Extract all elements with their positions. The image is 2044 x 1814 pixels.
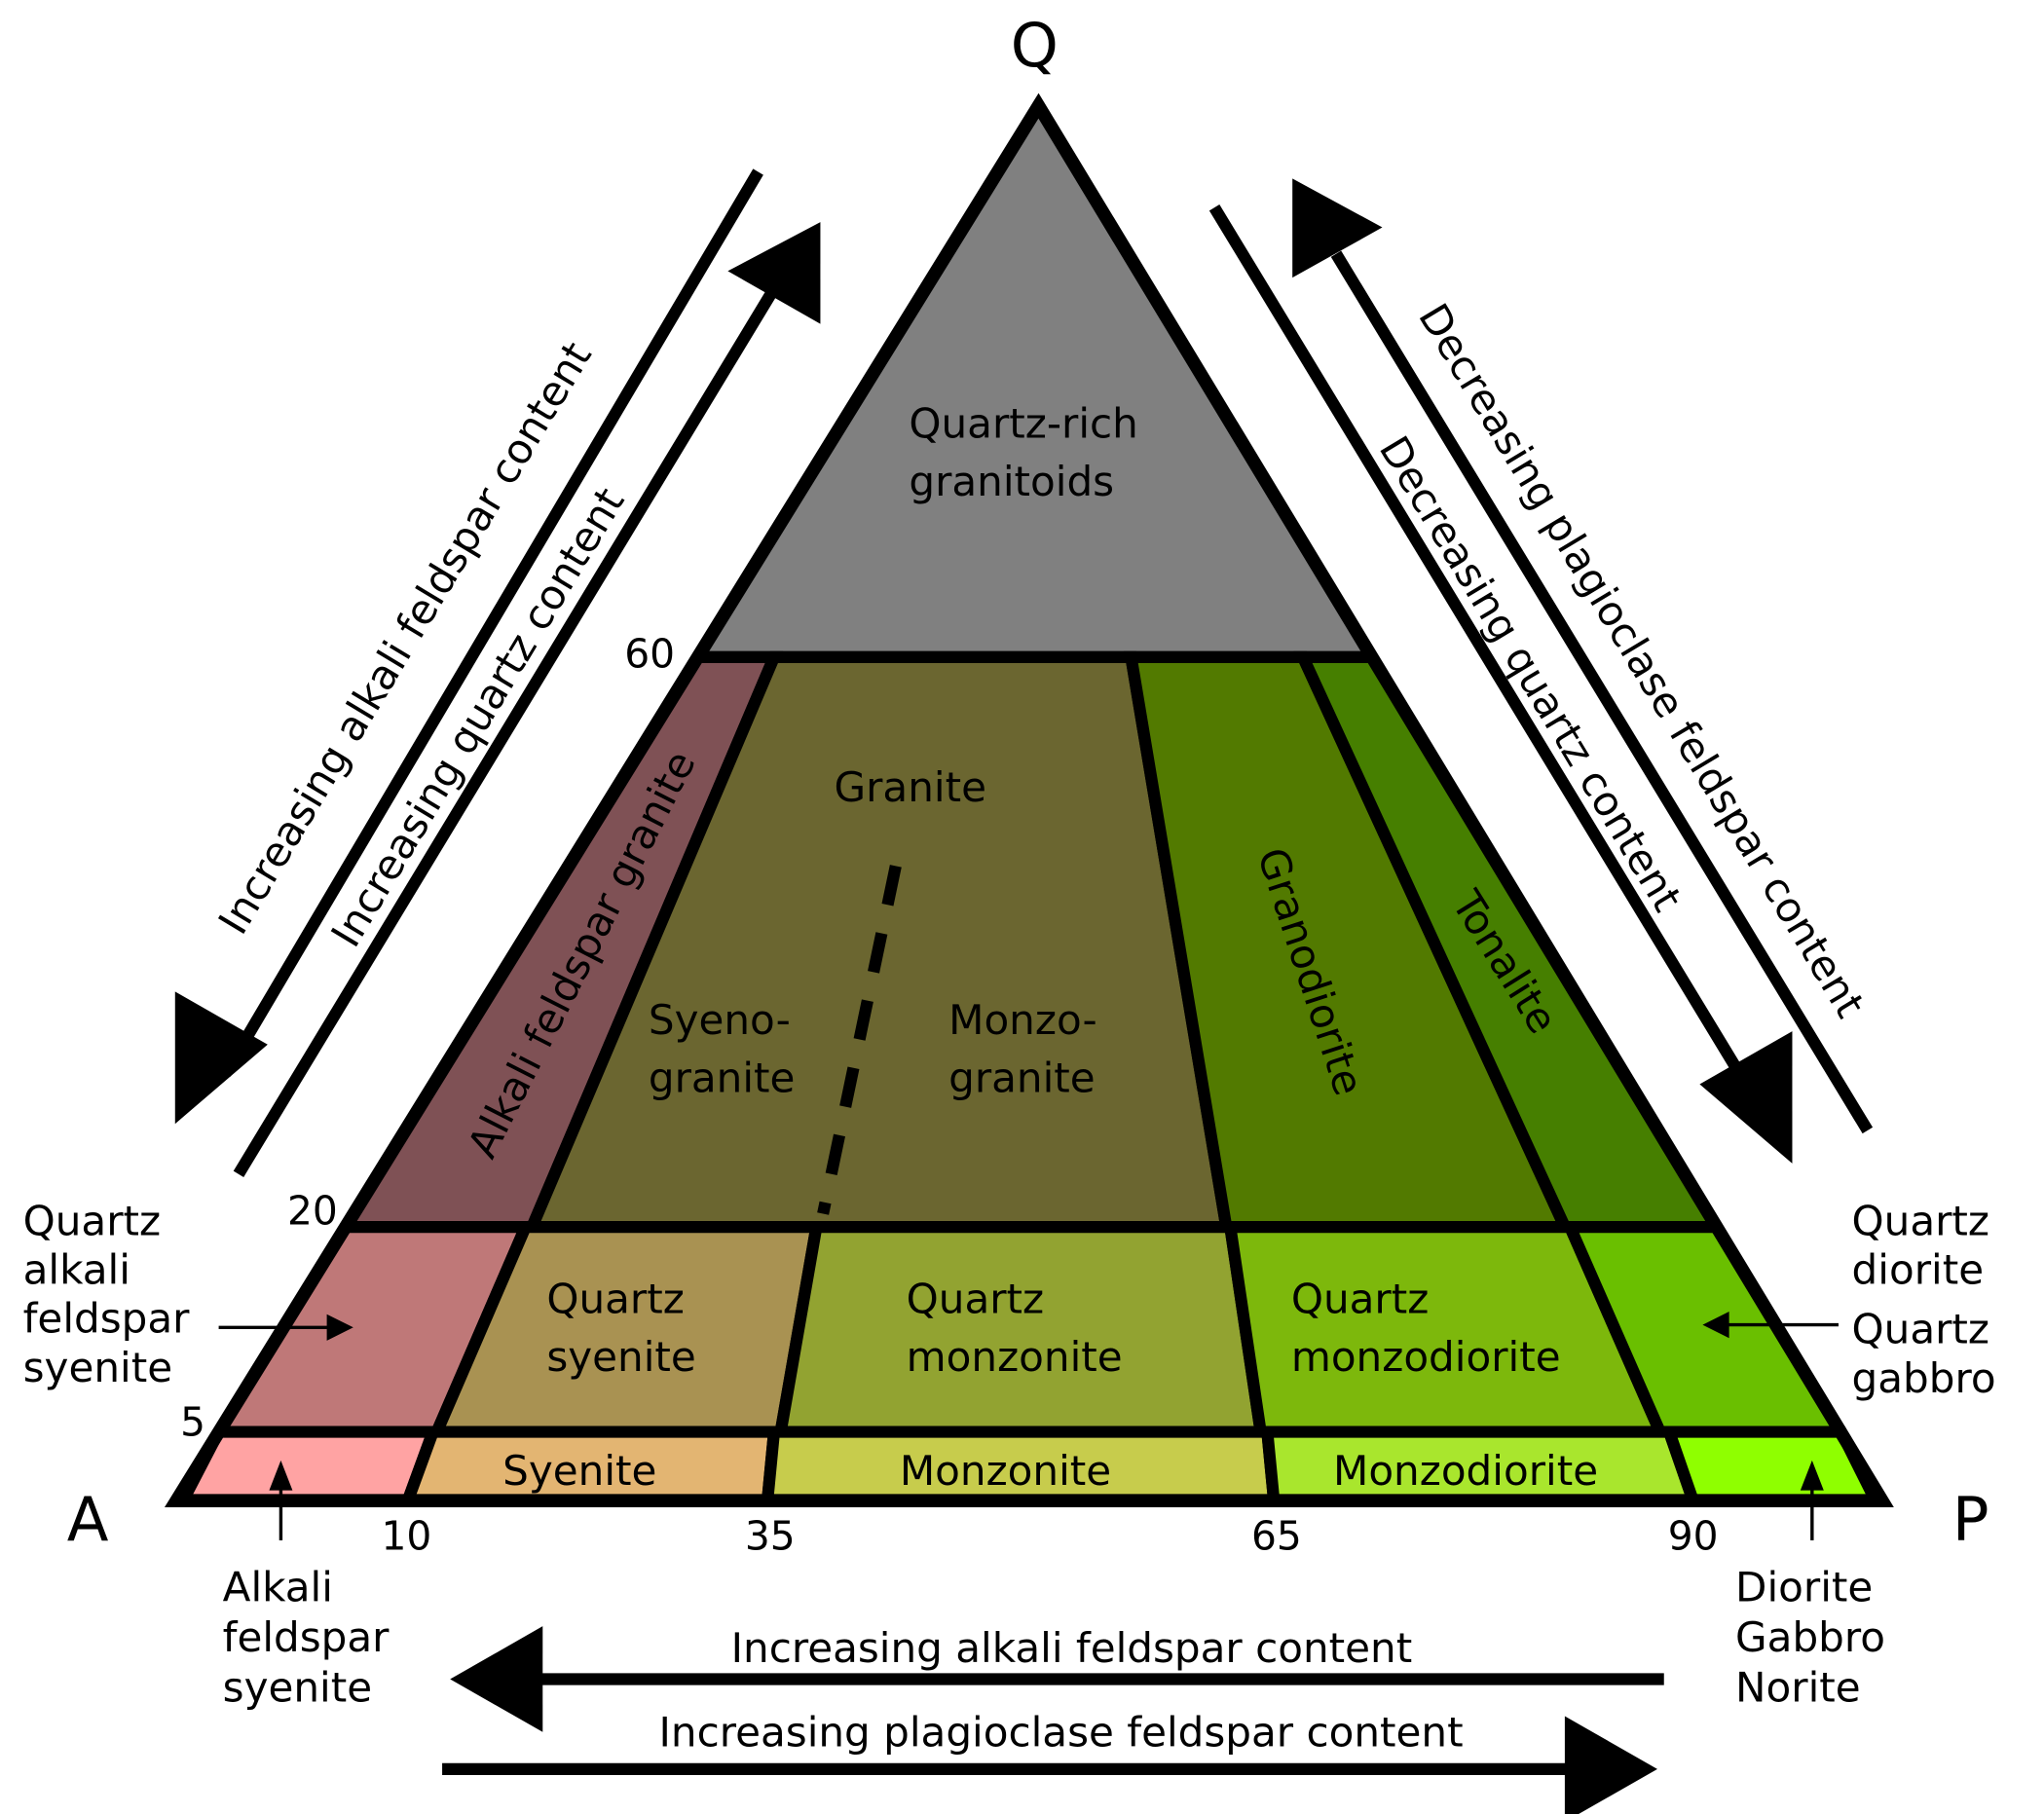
label-syenite: Syenite (502, 1447, 656, 1495)
arrow-right-down (1208, 204, 1752, 1088)
region-quartz-monzonite (773, 1220, 1268, 1438)
arrow-right-up (1330, 250, 1874, 1134)
arrow-label-bottom-right: Increasing plagioclase feldspar content (659, 1709, 1464, 1757)
label-granite: Granite (835, 763, 986, 811)
tick-p-90: 90 (1668, 1512, 1719, 1559)
arrow-left-up-head-icon (727, 222, 821, 324)
label-syenogranite: Syeno-granite (649, 996, 796, 1102)
tick-q-60: 60 (624, 631, 675, 678)
pointer-afs-head-icon (269, 1460, 293, 1491)
tick-p-35: 35 (745, 1512, 796, 1559)
pointer-qdg-head-icon (1702, 1311, 1729, 1339)
pointer-qafs-head-icon (326, 1314, 353, 1341)
label-monzogranite: Monzo-granite (948, 996, 1097, 1102)
arrow-right-up-head-icon (1292, 178, 1383, 278)
tick-q-20: 20 (287, 1187, 338, 1234)
region-quartz-rich (687, 93, 1383, 663)
arrow-bottom-left-head-icon (450, 1626, 543, 1732)
vertex-a: A (67, 1484, 109, 1555)
vertex-q: Q (1011, 10, 1059, 81)
label-monzodiorite: Monzodiorite (1333, 1447, 1598, 1495)
triangle-outline (164, 93, 1894, 1507)
tick-q-5: 5 (180, 1399, 205, 1446)
arrow-left-up (233, 274, 786, 1177)
vertex-p: P (1952, 1484, 1989, 1555)
arrow-left-down-head-icon (174, 991, 268, 1125)
arrow-left-down (220, 168, 763, 1077)
label-monzonite: Monzonite (900, 1447, 1111, 1495)
region-alkali-feldspar-syenite (172, 1425, 442, 1507)
pointer-dgn-head-icon (1800, 1460, 1824, 1491)
arrow-right-down-head-icon (1699, 1031, 1793, 1164)
tick-p-65: 65 (1251, 1512, 1302, 1559)
arrow-label-bottom-left: Increasing alkali feldspar content (731, 1624, 1413, 1672)
syeno-monzo-dashed-divider (817, 865, 902, 1215)
tick-p-10: 10 (381, 1512, 431, 1559)
arrow-bottom-right-head-icon (1564, 1716, 1657, 1814)
